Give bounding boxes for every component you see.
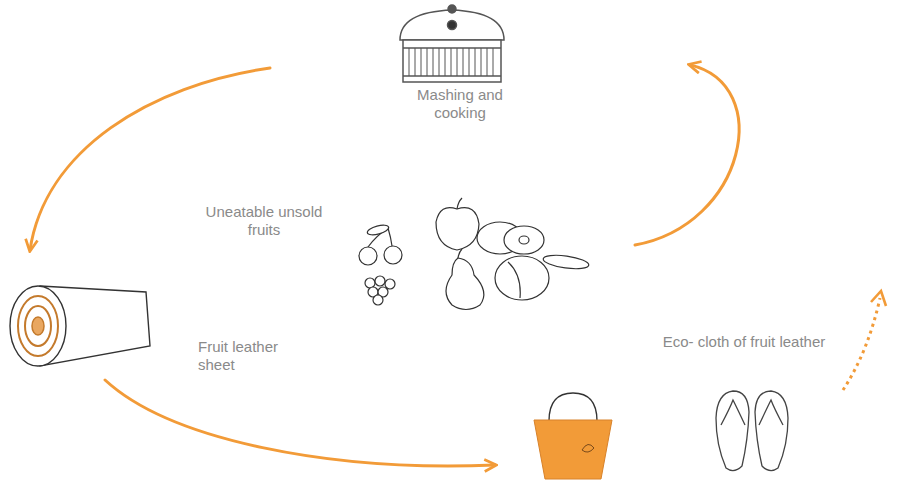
peach-leaf xyxy=(542,253,589,271)
bag-leaf-mark xyxy=(582,444,594,452)
fruits-sketch xyxy=(359,198,590,310)
pear-stem xyxy=(458,249,462,258)
sandal-sole xyxy=(755,391,788,471)
drupelet xyxy=(385,279,395,289)
roll-core xyxy=(32,317,44,335)
roll-end xyxy=(10,286,66,366)
drupelet xyxy=(373,295,383,305)
cherry xyxy=(359,247,377,265)
cherry-leaf xyxy=(366,223,389,236)
stage-label: Eco- cloth of fruit leather xyxy=(653,333,835,351)
dotted-arrow xyxy=(843,298,880,390)
bag-handle xyxy=(549,393,597,421)
stage-label: Mashing and cooking xyxy=(390,86,530,122)
bag-body xyxy=(534,420,612,479)
cycle-arrow xyxy=(635,65,739,245)
handbag xyxy=(534,393,612,479)
peach xyxy=(495,256,549,300)
apple-core xyxy=(519,236,529,244)
stage-node: Fruit leather sheet xyxy=(5,250,310,380)
drupelet xyxy=(375,276,385,286)
pot-bands xyxy=(403,48,501,76)
apple-stem xyxy=(457,198,462,209)
roll-ring xyxy=(18,296,58,356)
cycle-arrow xyxy=(30,68,270,250)
raspberry xyxy=(365,276,395,305)
pot-knob xyxy=(448,5,456,13)
stage-node: Uneatable unsold fruits xyxy=(200,195,635,310)
sandal-strap xyxy=(759,400,783,425)
cooking-pot xyxy=(400,5,504,82)
dotted-arrow-head xyxy=(871,291,886,306)
leather-roll xyxy=(10,286,150,366)
stage-node: Eco- cloth of fruit leather xyxy=(495,330,840,485)
flip-flops xyxy=(716,391,788,471)
pot-lid xyxy=(400,10,504,40)
stage-node: Mashing and cooking xyxy=(270,0,690,118)
apple xyxy=(436,208,479,250)
roll-ring xyxy=(25,306,51,346)
pot-body xyxy=(403,40,501,82)
pear xyxy=(446,258,484,310)
apple-half xyxy=(504,226,544,254)
stage-label: Fruit leather sheet xyxy=(198,338,306,374)
pot-dot xyxy=(448,21,457,30)
stage-label: Uneatable unsold fruits xyxy=(202,203,326,239)
peach-crease xyxy=(508,262,520,298)
cycle-arrow xyxy=(105,380,495,466)
sandal-strap xyxy=(721,400,745,425)
sandal-sole xyxy=(716,391,749,471)
pot-grid xyxy=(409,48,493,76)
cherry xyxy=(384,246,402,264)
